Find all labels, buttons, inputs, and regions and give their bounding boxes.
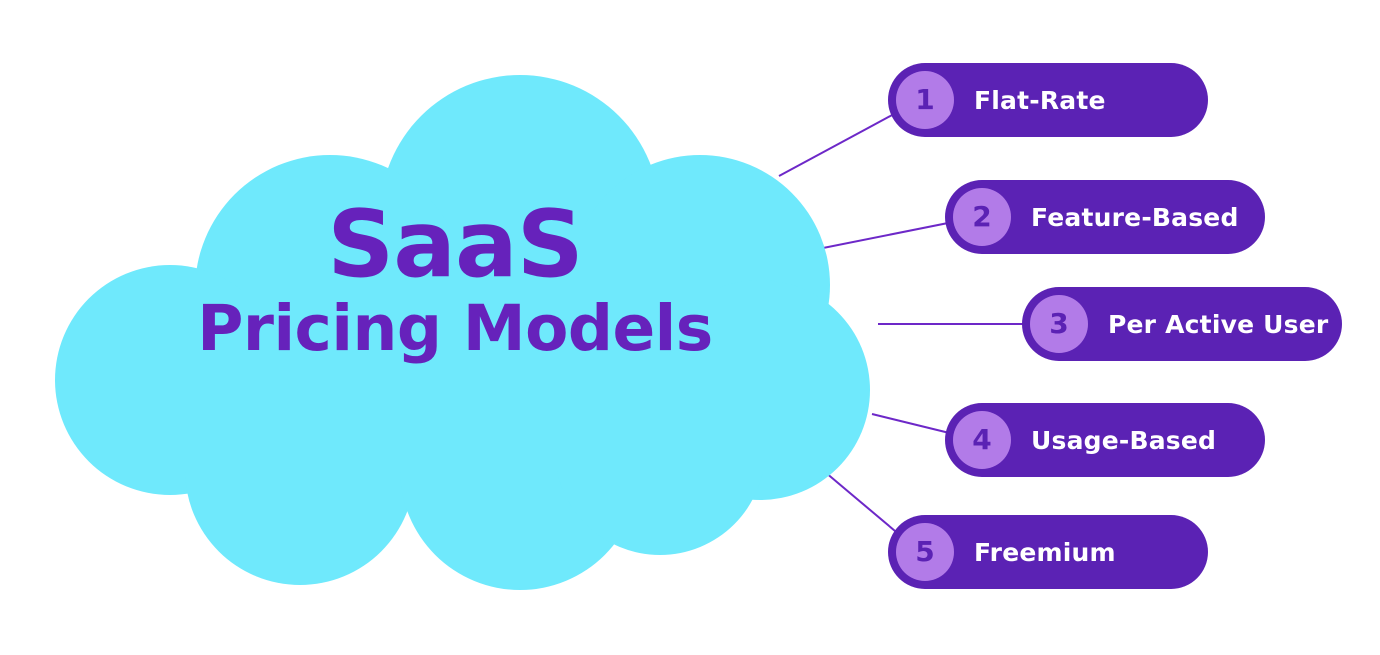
- pricing-model-item-4[interactable]: 4 Usage-Based: [945, 403, 1265, 477]
- pill-label-4: Usage-Based: [1031, 425, 1217, 455]
- pill-label-3: Per Active User: [1108, 309, 1329, 339]
- pill-label-1: Flat-Rate: [974, 85, 1106, 115]
- pricing-model-item-5[interactable]: 5 Freemium: [888, 515, 1208, 589]
- pricing-model-item-1[interactable]: 1 Flat-Rate: [888, 63, 1208, 137]
- pill-label-5: Freemium: [974, 537, 1116, 567]
- pill-number-badge-3: 3: [1030, 295, 1088, 353]
- pill-number-badge-2: 2: [953, 188, 1011, 246]
- pill-number-badge-5: 5: [896, 523, 954, 581]
- pricing-model-item-2[interactable]: 2 Feature-Based: [945, 180, 1265, 254]
- pill-number-badge-4: 4: [953, 411, 1011, 469]
- pricing-model-item-3[interactable]: 3 Per Active User: [1022, 287, 1342, 361]
- pill-number-badge-1: 1: [896, 71, 954, 129]
- cloud-shape: [55, 75, 870, 590]
- pill-label-2: Feature-Based: [1031, 202, 1239, 232]
